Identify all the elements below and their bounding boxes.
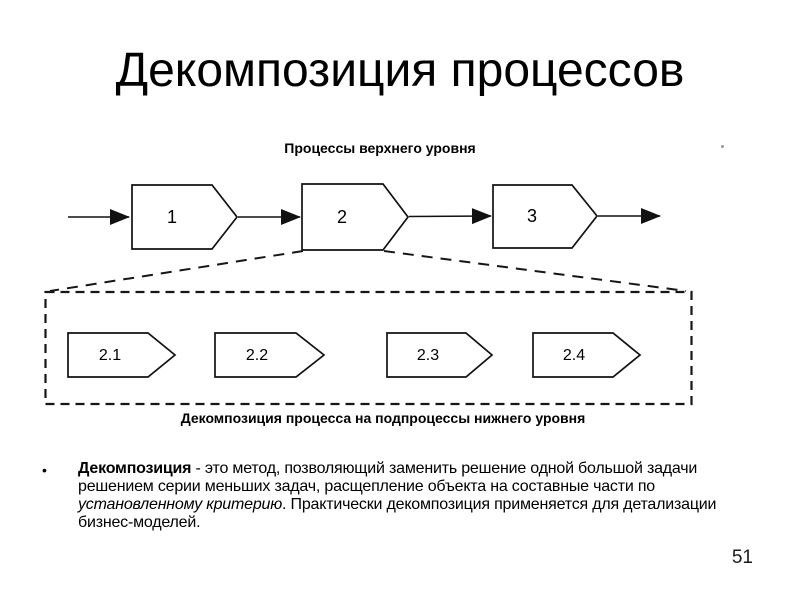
subprocess-2-4-shape: [532, 332, 642, 378]
process-1-shape: [131, 184, 239, 250]
definition-italic-phrase: установленному критерию: [78, 496, 283, 513]
lower-level-caption: Декомпозиция процесса на подпроцессы ниж…: [181, 410, 586, 426]
process-1-label: 1: [167, 207, 177, 227]
definition-term: Декомпозиция: [78, 460, 192, 477]
subprocess-2-2-label: 2.2: [246, 347, 268, 364]
decomposition-boundary: [44, 290, 693, 406]
top-level-caption: Процессы верхнего уровня: [284, 140, 475, 156]
subprocess-2-2-shape: [214, 332, 326, 378]
subprocess-2-4-label: 2.4: [563, 347, 585, 364]
subprocess-2-3-shape: [386, 332, 494, 378]
definition-bullet: • Декомпозиция - это метод, позволяющий …: [42, 460, 718, 532]
definition-segment-1: - это метод, позволяющий заменить решени…: [78, 460, 698, 495]
process-3-shape: [492, 184, 599, 249]
slide-title: Декомпозиция процессов: [115, 44, 685, 97]
flow-arrow-2-3: [408, 208, 492, 225]
decomposition-connector-left: [49, 250, 304, 292]
decomposition-connector-right: [383, 250, 687, 292]
subprocess-2-3-label: 2.3: [417, 347, 439, 364]
process-2-label: 2: [337, 207, 347, 227]
definition-segment-2: . Практически декомпозиция применяется д…: [78, 496, 717, 531]
subprocess-2-1-shape: [67, 332, 177, 378]
page-number: 51: [731, 547, 753, 568]
process-3-label: 3: [527, 206, 537, 226]
subprocess-2-1-label: 2.1: [99, 347, 121, 364]
bullet-marker: •: [42, 462, 47, 478]
definition-text: Декомпозиция - это метод, позволяющий за…: [78, 460, 718, 532]
process-2-shape: [301, 183, 410, 251]
stray-dot: [721, 145, 724, 148]
